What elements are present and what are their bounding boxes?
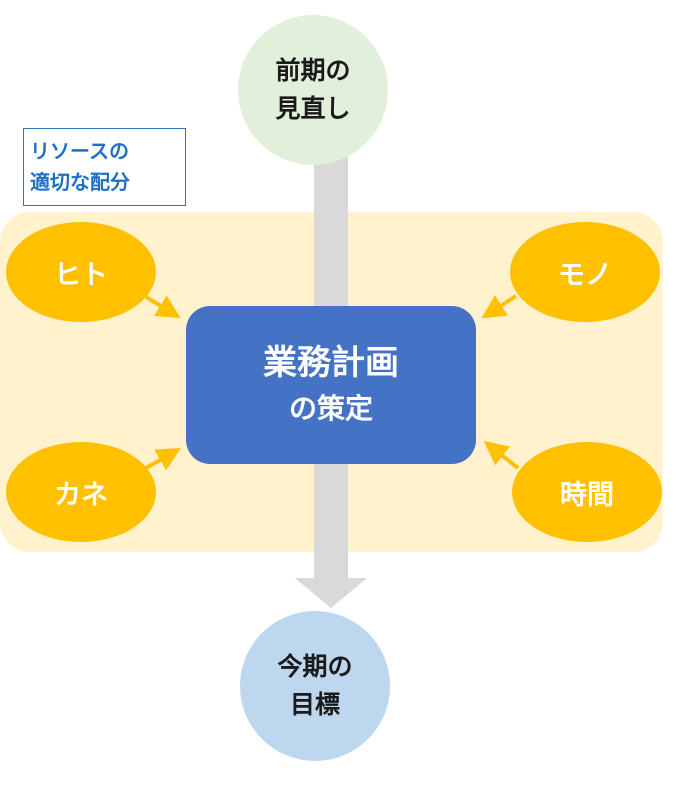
resource-allocation-label-line2: 適切な配分 xyxy=(30,170,130,194)
arrow-time-to-plan xyxy=(483,441,520,470)
current-term-goal-line2: 目標 xyxy=(289,690,340,719)
resource-things-label: モノ xyxy=(558,259,612,291)
previous-term-review-line1: 前期の xyxy=(275,56,351,85)
resource-people-node: ヒト xyxy=(6,222,156,322)
resource-money-node: カネ xyxy=(6,442,156,542)
current-term-goal-line1: 今期の xyxy=(277,652,353,681)
resource-people-label: ヒト xyxy=(54,259,108,291)
resource-time-node: 時間 xyxy=(512,442,662,542)
resource-allocation-label-line1: リソースの xyxy=(30,139,129,163)
arrow-things-to-plan xyxy=(481,294,518,319)
previous-term-review-line2: 見直し xyxy=(275,94,351,123)
resource-things-node: モノ xyxy=(510,222,660,322)
business-plan-line2: の策定 xyxy=(288,392,373,425)
arrow-money-to-plan xyxy=(145,448,181,471)
resource-allocation-label: リソースの 適切な配分 xyxy=(23,128,186,206)
resource-money-label: カネ xyxy=(54,479,108,511)
business-plan-line1: 業務計画 xyxy=(263,343,399,383)
flow-arrow-head xyxy=(295,578,367,608)
resource-time-label: 時間 xyxy=(560,479,614,511)
current-term-goal-node: 今期の 目標 xyxy=(240,611,390,761)
business-plan-node: 業務計画 の策定 xyxy=(186,306,476,464)
arrow-people-to-plan xyxy=(144,295,181,319)
previous-term-review-node: 前期の 見直し xyxy=(238,15,388,165)
